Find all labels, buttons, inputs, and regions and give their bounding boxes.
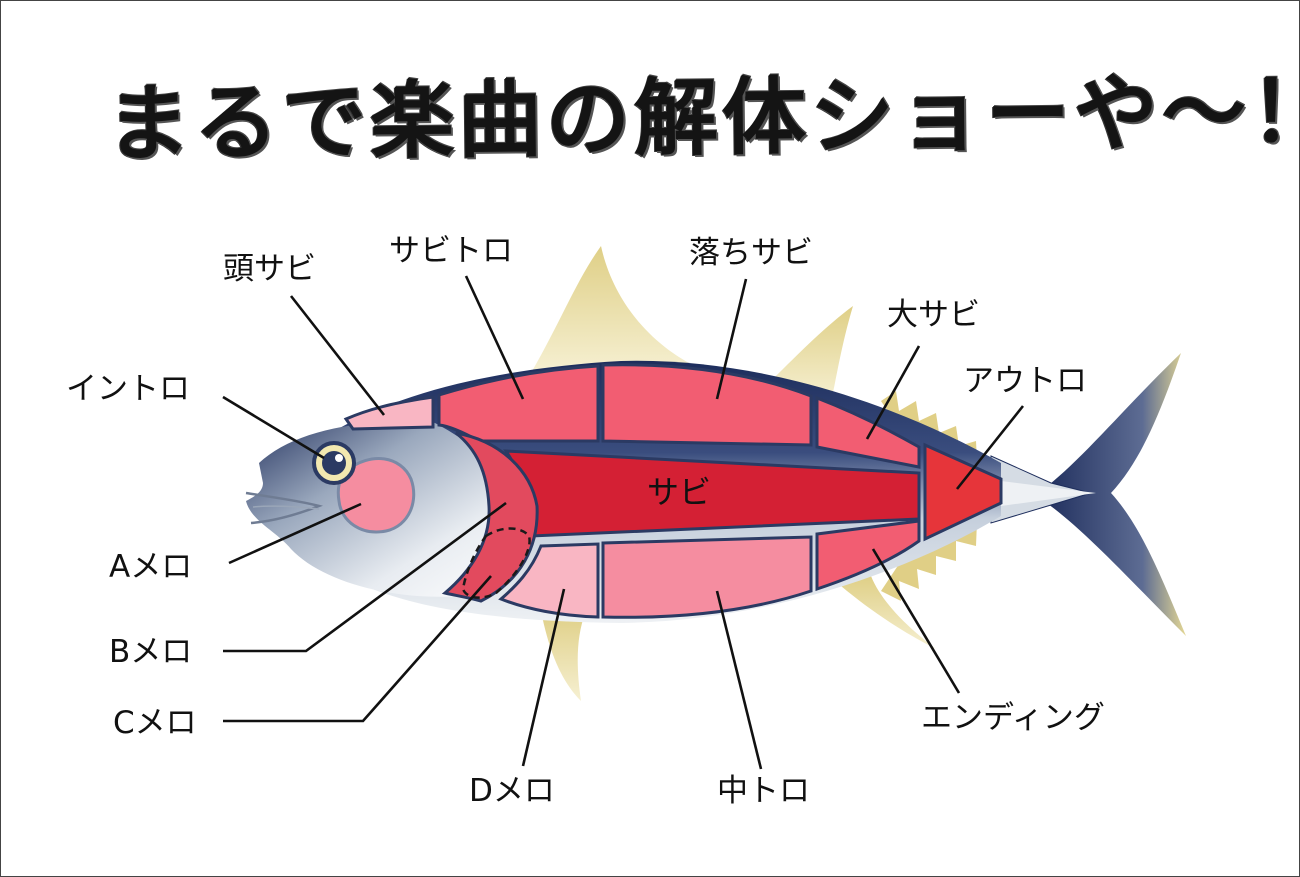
leader-atama-sabi	[289, 295, 386, 416]
label-b-melo: Bメロ	[109, 634, 192, 670]
tail-fin	[1041, 353, 1186, 636]
label-a-melo: Aメロ	[109, 549, 192, 585]
fish-mouth	[245, 491, 323, 525]
leader-c-melo	[223, 575, 492, 723]
leader-b-melo	[223, 501, 507, 653]
panel-chu-toro	[601, 535, 813, 619]
fish-eye	[322, 451, 346, 475]
panel-oo-sabi	[815, 395, 921, 469]
panel-atama-sabi	[343, 395, 435, 431]
leader-a-melo	[228, 502, 362, 565]
panel-outro	[923, 442, 1003, 542]
leader-chu-toro	[715, 590, 763, 770]
label-d-melo: Dメロ	[469, 773, 555, 809]
leader-ochi-sabi	[715, 278, 748, 400]
label-intro: イントロ	[66, 371, 190, 407]
c-melo-outline	[461, 527, 531, 599]
anal-fin	[841, 576, 936, 649]
pelvic-fin	[541, 611, 586, 701]
panel-d-melo	[498, 542, 600, 619]
leader-ending	[871, 548, 961, 694]
leader-sabi-toro	[464, 275, 525, 400]
label-ochi-sabi: 落ちサビ	[689, 235, 813, 271]
label-sabi-toro: サビトロ	[389, 233, 513, 269]
label-outro: アウトロ	[963, 363, 1087, 399]
leader-oo-sabi	[865, 345, 921, 440]
panel-sabi-toro	[437, 364, 600, 443]
label-sabi: サビ	[647, 473, 711, 511]
panel-a-melo	[336, 457, 416, 534]
leader-outro	[955, 405, 1025, 490]
label-chu-toro: 中トロ	[717, 773, 810, 809]
leader-intro	[222, 395, 325, 460]
label-c-melo: Cメロ	[113, 705, 197, 741]
panel-b-melo	[441, 431, 539, 603]
leader-d-melo	[521, 588, 566, 767]
label-oo-sabi: 大サビ	[887, 297, 980, 333]
panel-ending	[815, 519, 921, 592]
label-atama-sabi: 頭サビ	[223, 251, 316, 287]
dorsal-fin-rear	[771, 306, 853, 401]
panel-ochi-sabi	[601, 363, 813, 447]
label-ending: エンディング	[921, 700, 1105, 736]
dorsal-fin-front	[531, 246, 701, 373]
